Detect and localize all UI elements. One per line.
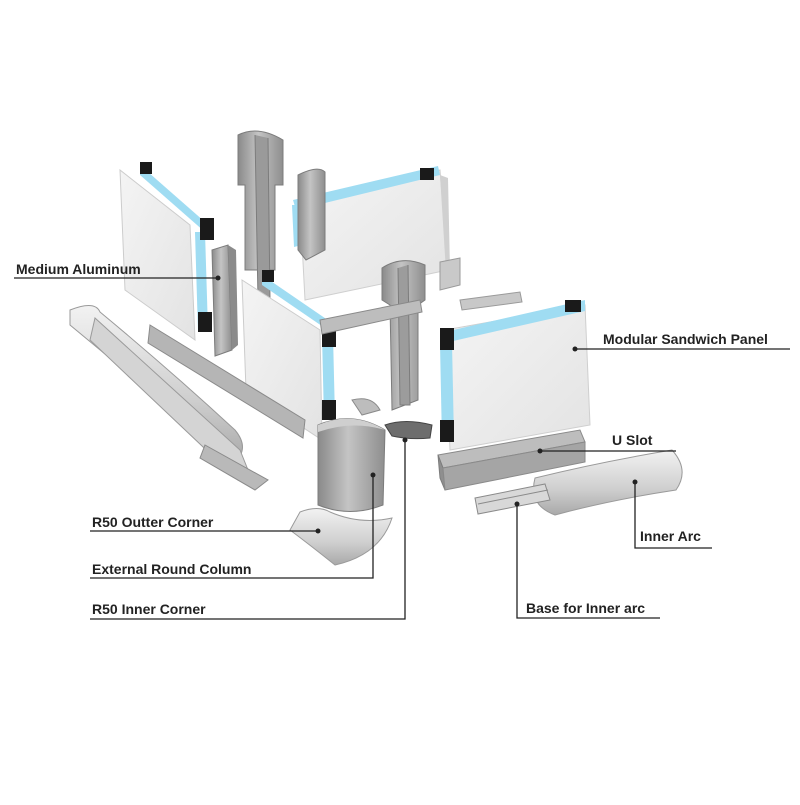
leader-dot-base-for-inner-arc [514,501,520,507]
label-r50-outter-corner: R50 Outter Corner [92,514,214,530]
r50-outter-corner-piece [289,508,393,566]
center-aluminum-column [381,260,426,411]
label-r50-inner-corner: R50 Inner Corner [92,601,206,617]
right-inner-arc [533,449,683,516]
label-inner-arc: Inner Arc [640,528,701,544]
leader-dot-modular-sandwich-panel [572,346,578,352]
leader-dot-r50-outter-corner [315,528,321,534]
back-medium-aluminum-column [237,130,326,301]
modular-sandwich-panel-right [440,300,591,451]
back-u-slot-profiles [147,257,523,439]
label-medium-aluminum: Medium Aluminum [16,261,141,277]
label-u-slot: U Slot [612,432,653,448]
leader-dot-inner-arc [632,479,638,485]
external-round-column [317,418,386,512]
medium-aluminum-post [211,244,238,357]
left-inner-arc [69,305,269,491]
leader-dot-external-round-column [370,472,376,478]
base-for-inner-arc-profile [474,483,551,515]
r50-inner-corner-piece [351,398,433,440]
label-modular-sandwich-panel: Modular Sandwich Panel [603,331,768,347]
leader-base-for-inner-arc [516,504,660,619]
label-external-round-column: External Round Column [92,561,252,577]
leader-external-round-column [90,475,374,579]
leader-lines [14,275,790,620]
leader-r50-inner-corner [90,440,406,620]
label-base-for-inner-arc: Base for Inner arc [526,600,646,616]
leader-dot-u-slot [537,448,543,454]
left-sandwich-panel [119,162,214,342]
leader-inner-arc [634,482,712,549]
leader-dot-medium-aluminum [215,275,221,281]
leader-dot-r50-inner-corner [402,437,408,443]
